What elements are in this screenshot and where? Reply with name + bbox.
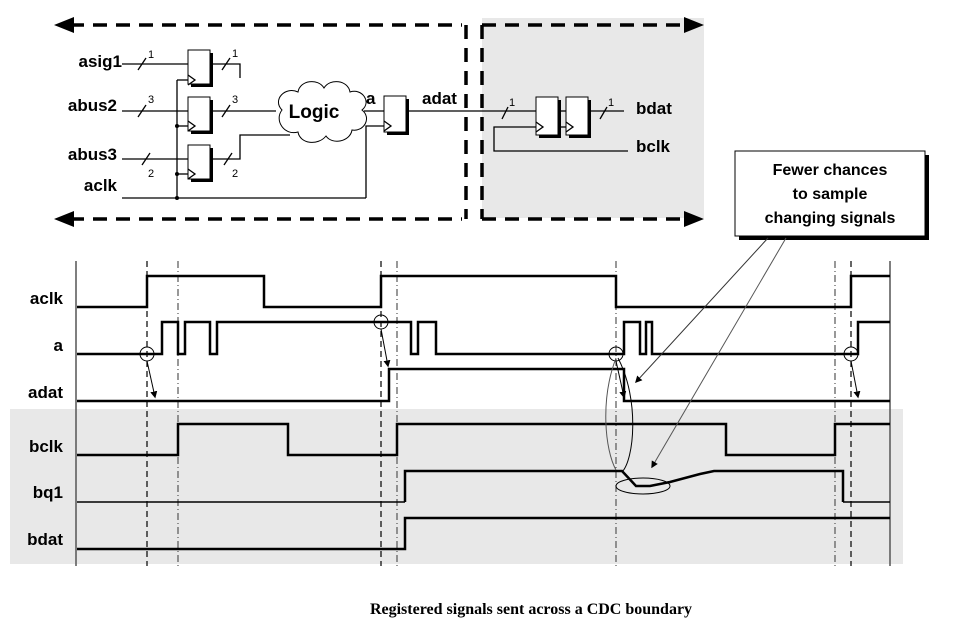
- figure-caption: Registered signals sent across a CDC bou…: [370, 601, 692, 618]
- bus-width-asig1-in: 1: [148, 49, 154, 61]
- bus-width-abus2-out: 3: [232, 94, 238, 106]
- waveform-bdat: [77, 516, 890, 551]
- flop-bdat: [565, 96, 591, 138]
- left-arrow-icon: [54, 211, 74, 227]
- input-label-abus2: abus2: [68, 96, 117, 115]
- right-arrow-icon: [684, 211, 704, 227]
- bus-width-abus2-in: 3: [148, 94, 154, 106]
- right-arrow-icon: [684, 17, 704, 33]
- timing-label-bq1: bq1: [33, 483, 63, 502]
- waveform-aclk: [77, 274, 890, 309]
- input-label-abus3: abus3: [68, 145, 117, 164]
- timing-label-a: a: [54, 336, 64, 355]
- callout-box: Fewer chances to sample changing signals: [734, 150, 929, 240]
- bus-width-abus3-in: 2: [148, 168, 154, 180]
- flop-abus2: [187, 96, 213, 134]
- bus-width-b-in: 1: [509, 97, 515, 109]
- callout-line-1: Fewer chances: [773, 162, 888, 179]
- flop-abus3: [187, 144, 213, 182]
- bus-width-asig1-out: 1: [232, 48, 238, 60]
- callout-line-3: changing signals: [765, 210, 896, 227]
- timing-label-adat: adat: [28, 383, 63, 402]
- b-domain-region: [482, 18, 704, 218]
- logic-cloud: Logic: [277, 81, 367, 143]
- waveform-bclk: [77, 422, 890, 457]
- reference-lines: [146, 261, 852, 566]
- input-label-aclk: aclk: [84, 176, 118, 195]
- bus-width-abus3-out: 2: [232, 168, 238, 180]
- a-domain-boundary: [54, 17, 468, 227]
- callout-line-2: to sample: [793, 186, 868, 203]
- b-domain-boundary: [480, 17, 704, 227]
- flop-a-register: [383, 95, 409, 135]
- callout-pointers: [635, 237, 787, 469]
- metastability-annotation: [605, 357, 671, 495]
- logic-label: Logic: [289, 102, 340, 123]
- logic-output-label: a: [366, 89, 376, 108]
- bclk-label: bclk: [636, 137, 671, 156]
- timing-label-aclk: aclk: [30, 289, 64, 308]
- bus-width-b-out: 1: [608, 97, 614, 109]
- bdat-label: bdat: [636, 99, 672, 118]
- sample-markers: [139, 314, 861, 399]
- waveform-bq1: [403, 469, 845, 502]
- flop-asig1: [187, 49, 213, 87]
- adat-label: adat: [422, 89, 457, 108]
- waveform-a: [77, 320, 890, 356]
- input-label-asig1: asig1: [79, 52, 122, 71]
- left-arrow-icon: [54, 17, 74, 33]
- timing-label-bclk: bclk: [29, 437, 64, 456]
- waveform-adat: [77, 367, 890, 403]
- flop-bq1: [535, 96, 561, 138]
- timing-label-bdat: bdat: [27, 530, 63, 549]
- b-domain-timing-region: [10, 409, 903, 564]
